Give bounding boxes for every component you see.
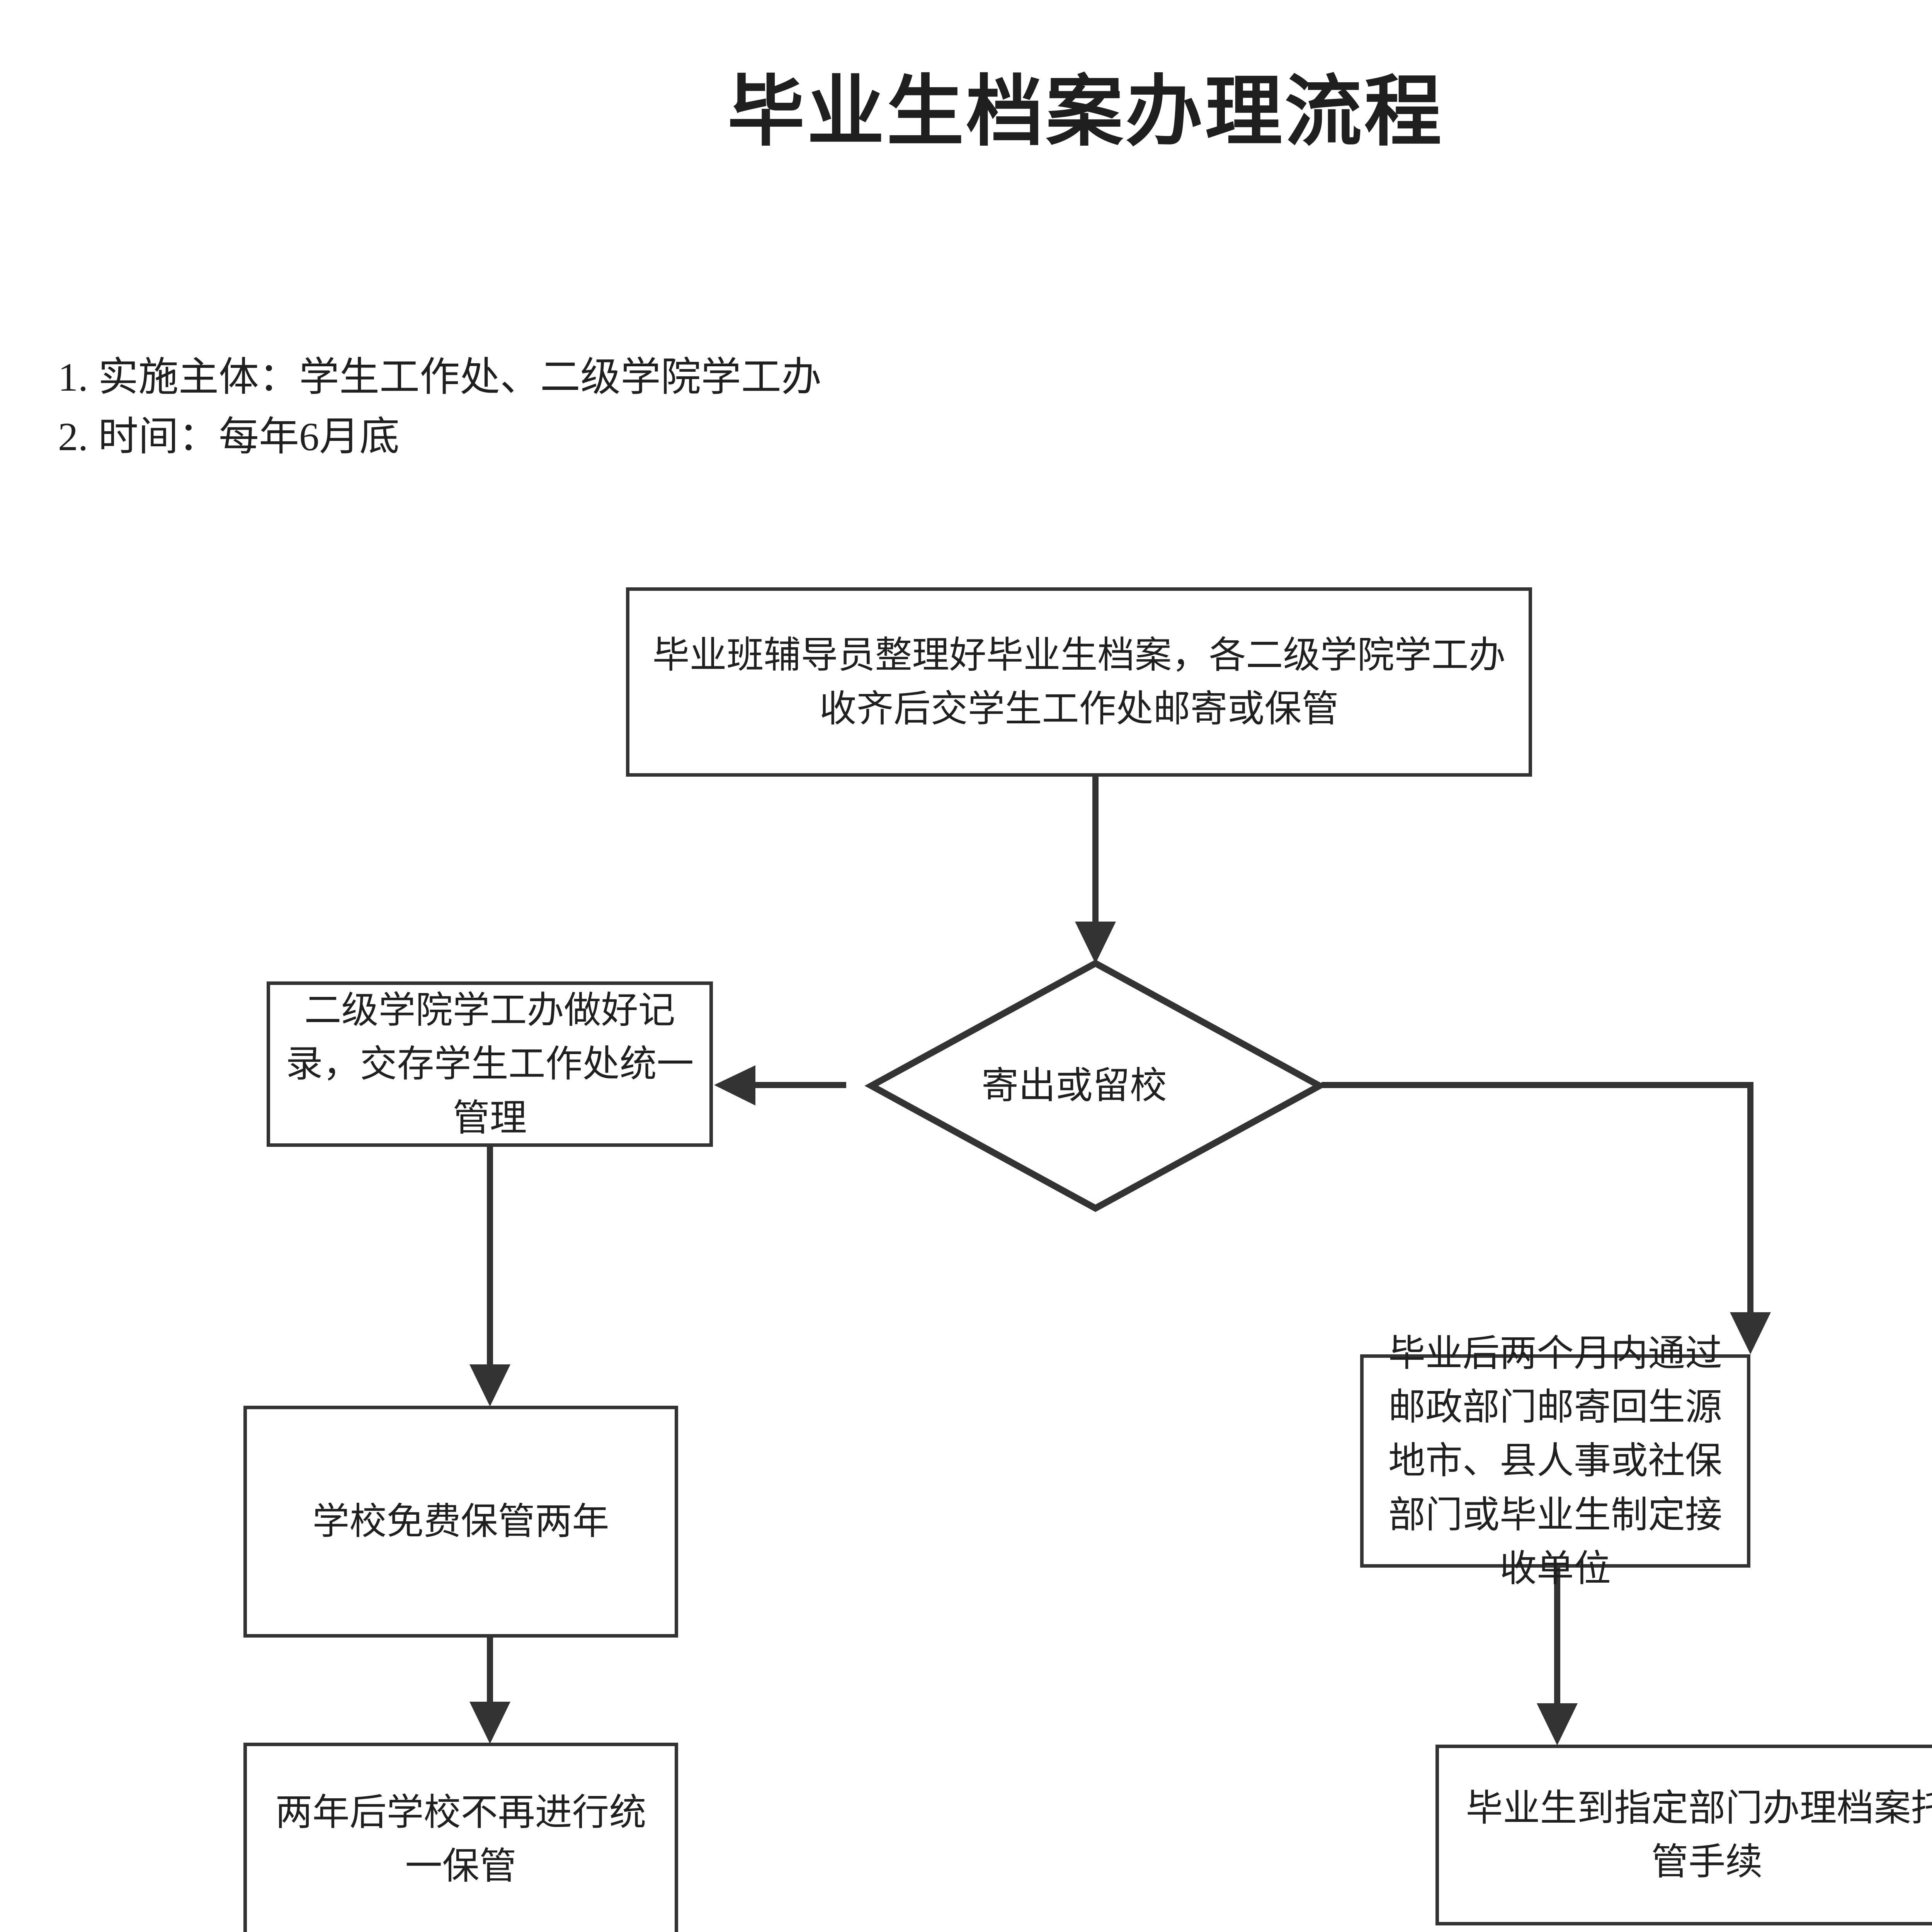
decision-diamond-shape — [864, 959, 1327, 1212]
edge-left-mid-to-left-bot — [469, 1638, 510, 1744]
node-free-storage-two-years-label: 学校免费保管两年 — [312, 1501, 609, 1543]
page-title: 毕业生档案办理流程 — [727, 69, 1444, 155]
node-mail-to-hometown-label: 毕业后两个月内通过邮政部门邮寄回生源地市、县人事或社保部门或毕业生制定接收单位 — [1388, 1333, 1722, 1589]
edge-right-mid-to-right-bot — [1537, 1568, 1578, 1745]
node-graduate-custody-procedure[interactable]: 毕业生到指定部门办理档案托管手续 — [1435, 1745, 1932, 1925]
node-no-storage-after-two-years[interactable]: 两年后学校不再进行统一保管 — [243, 1743, 678, 1932]
notes-block: 1. 实施主体：学生工作处、二级学院学工办 2. 时间：每年6月底 — [58, 348, 821, 467]
node-college-record[interactable]: 二级学院学工办做好记录，交存学生工作处统一管理 — [267, 981, 713, 1147]
edge-top-to-decision — [1075, 777, 1116, 964]
note-line-2: 2. 时间：每年6月底 — [58, 414, 400, 459]
decision-send-or-keep[interactable]: 寄出或留校 — [827, 962, 1321, 1209]
node-collect-archives-label: 毕业班辅导员整理好毕业生档案，各二级学院学工办收齐后交学生工作处邮寄或保管 — [652, 634, 1506, 730]
node-free-storage-two-years[interactable]: 学校免费保管两年 — [243, 1406, 678, 1638]
node-mail-to-hometown[interactable]: 毕业后两个月内通过邮政部门邮寄回生源地市、县人事或社保部门或毕业生制定接收单位 — [1360, 1333, 1750, 1589]
edge-decision-to-right — [1321, 1082, 1771, 1354]
node-college-record-label: 二级学院学工办做好记录，交存学生工作处统一管理 — [286, 990, 694, 1139]
note-line-1: 1. 实施主体：学生工作处、二级学院学工办 — [58, 355, 822, 400]
node-no-storage-after-two-years-label: 两年后学校不再进行统一保管 — [275, 1791, 646, 1887]
node-collect-archives[interactable]: 毕业班辅导员整理好毕业生档案，各二级学院学工办收齐后交学生工作处邮寄或保管 — [626, 587, 1532, 777]
edge-decision-to-left — [714, 1065, 846, 1105]
node-graduate-custody-procedure-label: 毕业生到指定部门办理档案托管手续 — [1466, 1787, 1932, 1883]
decision-send-or-keep-label: 寄出或留校 — [981, 1065, 1167, 1106]
edge-left-to-left-mid — [469, 1147, 510, 1406]
